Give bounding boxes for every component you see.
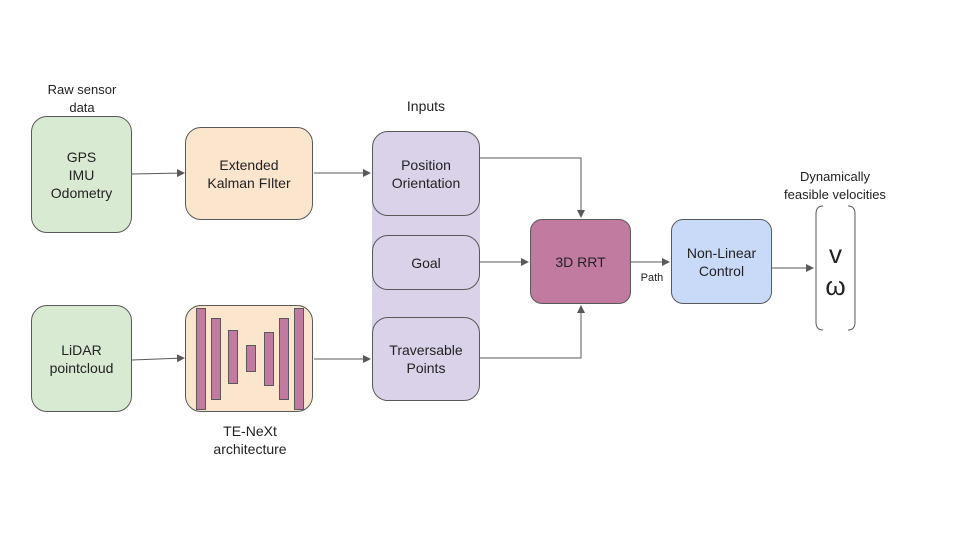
velocity-bracket-left — [815, 205, 824, 331]
position-orientation-node: Position Orientation — [372, 131, 480, 216]
arrow-traversable-rrt — [480, 305, 585, 359]
network-layer — [211, 318, 221, 400]
traversable-points-node: Traversable Points — [372, 317, 480, 401]
goal-node: Goal — [372, 235, 480, 290]
rrt-node: 3D RRT — [530, 219, 631, 304]
control-node: Non-Linear Control — [671, 219, 772, 304]
network-layer — [294, 308, 304, 410]
arrow-position-rrt — [480, 157, 585, 218]
inputs-label: Inputs — [406, 98, 446, 114]
ekf-node: Extended Kalman FIlter — [185, 127, 313, 220]
network-layer — [246, 345, 256, 372]
path-label: Path — [640, 272, 664, 284]
velocity-v: v — [829, 239, 842, 269]
dynamic-velocities-label: Dynamically feasible velocities — [784, 169, 886, 202]
network-layer — [228, 330, 238, 384]
network-layer — [196, 308, 206, 410]
arrow-sensors-ekf — [131, 169, 185, 178]
raw-sensor-label: Raw sensor data — [47, 82, 117, 115]
velocity-bracket-right — [847, 205, 856, 331]
network-layer — [264, 332, 274, 386]
architecture-label: TE-NeXt architecture — [213, 423, 287, 457]
lidar-node: LiDAR pointcloud — [31, 305, 132, 412]
arrow-lidar-network — [131, 354, 185, 363]
velocity-omega: ω — [825, 271, 846, 301]
sensors-node: GPS IMU Odometry — [31, 116, 132, 233]
network-layer — [279, 318, 289, 400]
